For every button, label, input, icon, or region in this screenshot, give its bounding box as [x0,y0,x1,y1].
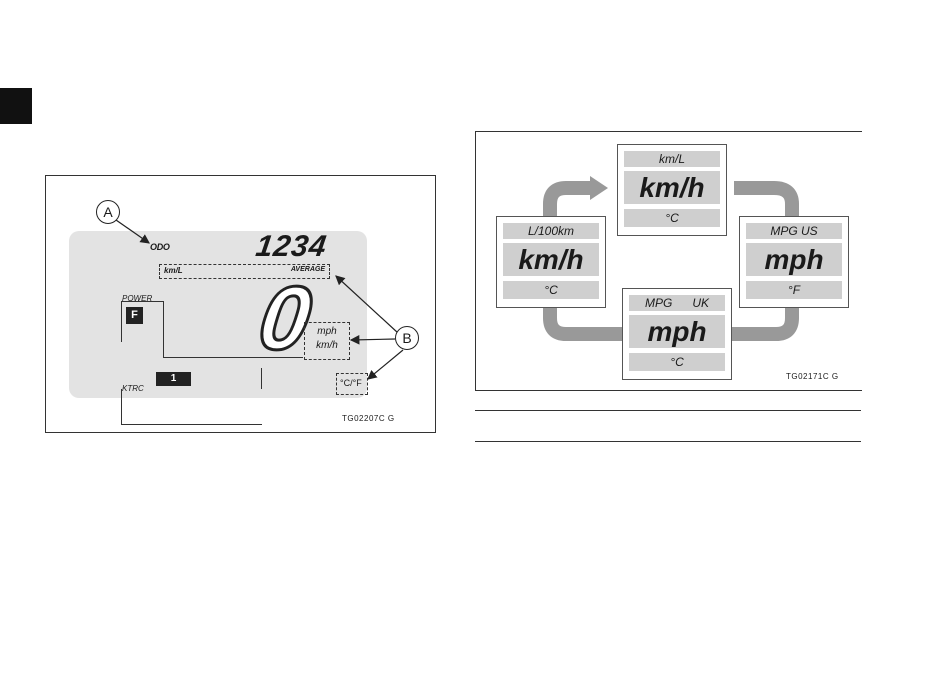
panel-fuel-unit: L/100km [503,223,599,239]
unit-panel-mpg-uk: MPG UK mph °C [622,288,732,380]
callout-line-b3 [368,350,403,379]
unit-cycle-figure: km/L km/h °C L/100km km/h °C MPG US mph … [475,131,862,391]
callout-line-b2 [351,339,395,340]
panel-speed-unit: mph [629,315,725,348]
panel-fuel-unit: km/L [624,151,720,167]
figure-code: TG02207C G [342,414,395,423]
callout-line-b1 [336,276,398,333]
unit-panel-kml: km/L km/h °C [617,144,727,236]
unit-panel-l100km: L/100km km/h °C [496,216,606,308]
panel-speed-unit: km/h [624,171,720,204]
unit-panel-mpg-us: MPG US mph °F [739,216,849,308]
callout-line-a [116,220,149,243]
panel-fuel-unit: MPG UK [629,295,725,311]
panel-temp-unit: °F [746,281,842,299]
arrow-top-to-right [734,188,792,216]
arrow-bottom-to-left [550,306,622,334]
callout-b: B [395,326,419,350]
panel-temp-unit: °C [629,353,725,371]
arrow-right-to-bottom [730,306,792,334]
arrow-left-to-top [550,188,592,216]
panel-temp-unit: °C [503,281,599,299]
arrow-head-icon [590,176,608,200]
callout-a: A [96,200,120,224]
panel-fuel-unit: MPG US [746,223,842,239]
panel-temp-unit: °C [624,209,720,227]
section-tab [0,88,32,124]
table-rule [475,441,861,442]
panel-speed-unit: km/h [503,243,599,276]
meter-display-figure: ODO 1234 km/L AVERAGE POWER F 0 mph km/h… [45,175,436,433]
figure-code: TG02171C G [786,372,839,381]
table-rule [475,410,861,411]
panel-speed-unit: mph [746,243,842,276]
